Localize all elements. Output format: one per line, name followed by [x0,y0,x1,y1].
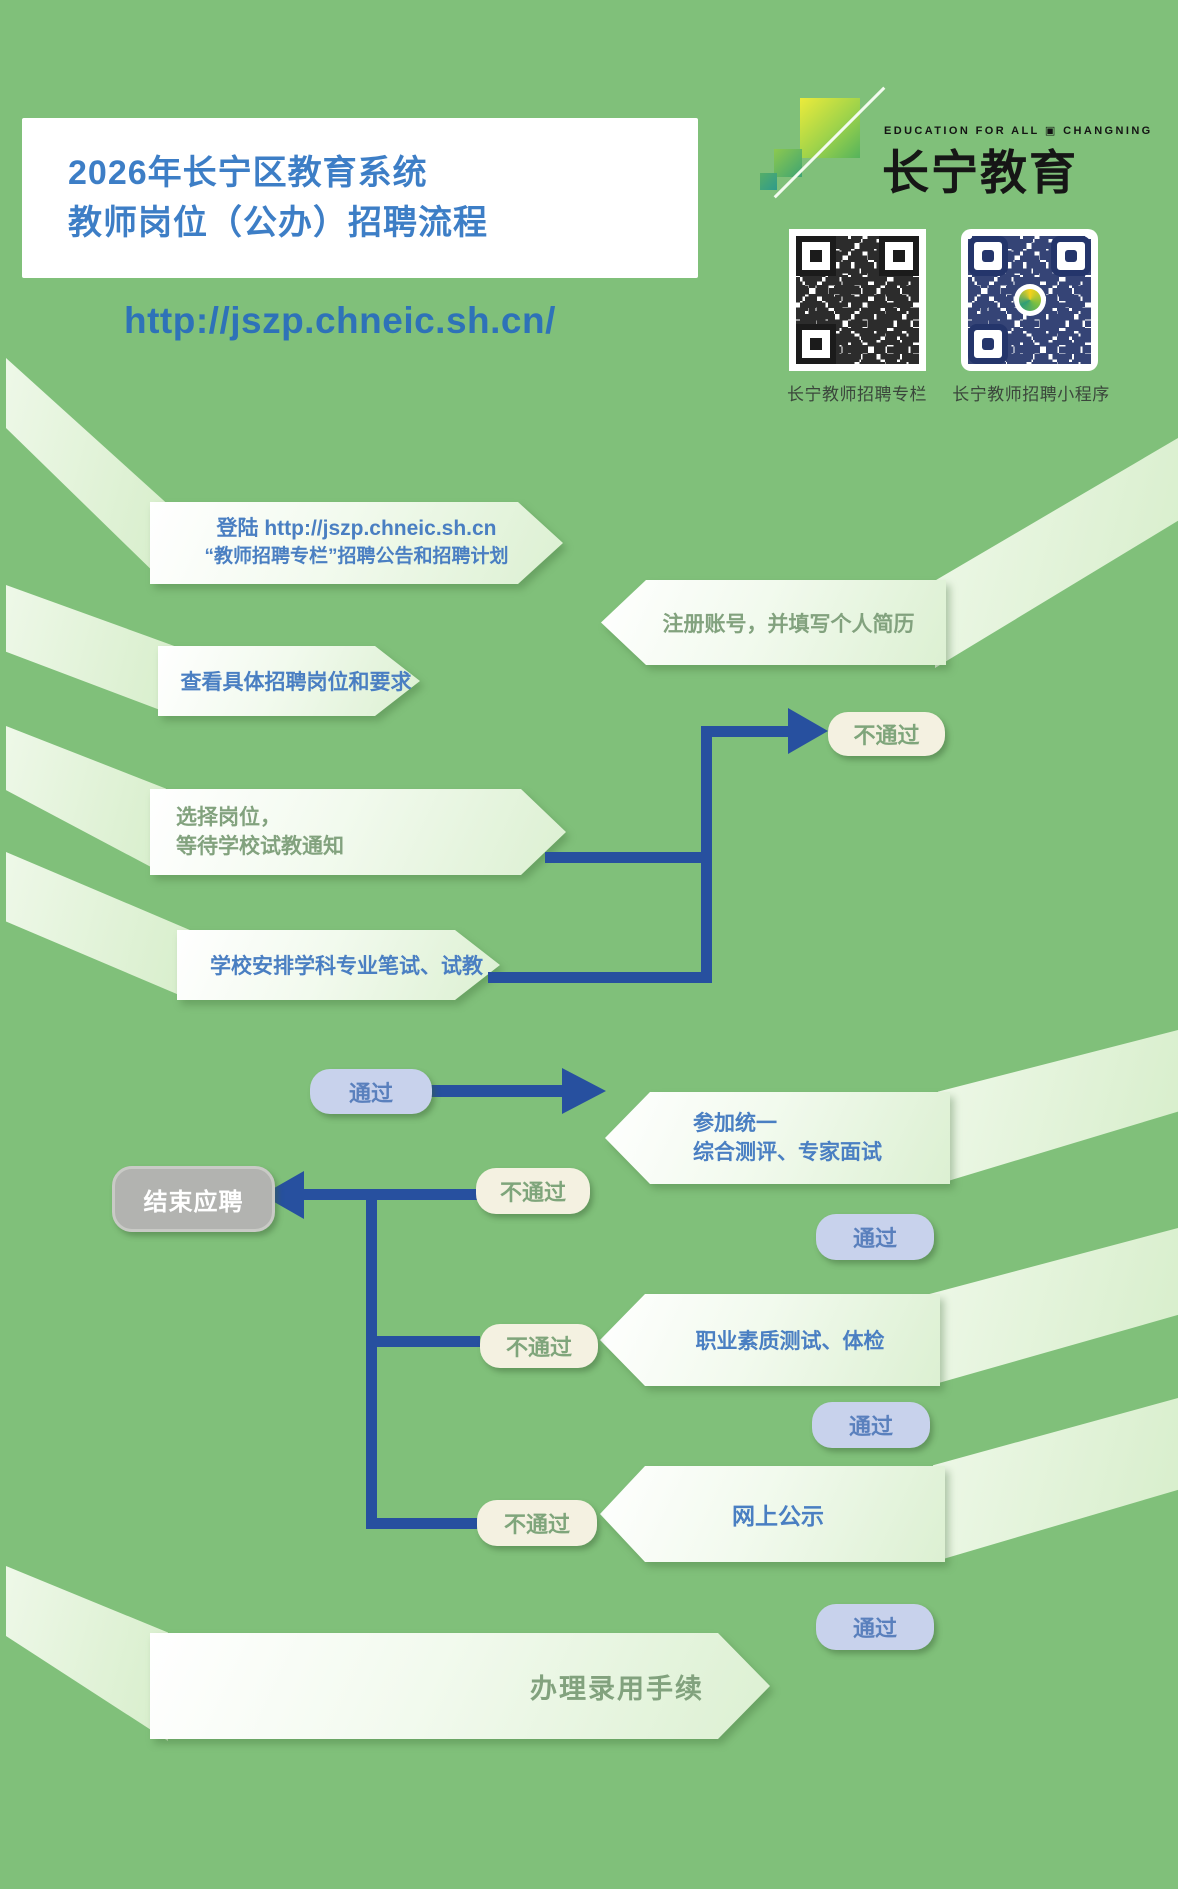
badge-fail-2: 不通过 [476,1168,590,1214]
ribbon-fold [6,358,166,584]
connector-vertical-2 [366,1189,377,1529]
step-choose-line2: 等待学校试教通知 [176,835,344,858]
ribbon-fold [935,438,1178,668]
flow-arrow-right-icon [788,708,828,754]
changning-education-logo-icon [760,86,886,199]
qr-code-recruitment-portal [789,229,926,371]
connector-branch-publicity [366,1518,477,1529]
qr-finder-icon [968,324,1008,364]
badge-pass-4: 通过 [816,1604,934,1650]
step-publicity-banner: 网上公示 [600,1466,945,1562]
step-login-banner: 登陆 http://jszp.chneic.sh.cn “教师招聘专栏”招聘公告… [150,502,563,584]
ribbon-fold [6,726,166,875]
step-hire-label: 办理录用手续 [530,1673,704,1704]
connector-branch-quality [366,1336,480,1347]
connector-fail-to-end [300,1189,480,1200]
step-view-posts-banner: 查看具体招聘岗位和要求 [158,646,420,716]
step-view-posts-label: 查看具体招聘岗位和要求 [180,671,412,694]
badge-fail-1: 不通过 [828,712,945,756]
badge-end-application: 结束应聘 [112,1166,275,1232]
step-register-label: 注册账号，并填写个人简历 [662,612,915,636]
connector-pass-to-unified [425,1085,565,1097]
step-quality-test-label: 职业素质测试、体检 [695,1330,885,1353]
site-url: http://jszp.chneic.sh.cn/ [124,300,556,341]
logo-tagline: EDUCATION FOR ALL ▣ CHANGNING [884,125,1153,137]
badge-pass-1: 通过 [310,1069,432,1114]
qr-finder-icon [796,236,836,276]
qr-center-logo-icon [1013,284,1046,316]
qr-code-miniprogram [961,229,1098,371]
step-unified-eval-banner: 参加统一 综合测评、专家面试 [605,1092,950,1184]
step-register-banner: 注册账号，并填写个人简历 [601,580,946,665]
qr-finder-icon [879,236,919,276]
badge-pass-3: 通过 [812,1402,930,1448]
logo-square-large [800,98,860,158]
ribbon-fold [6,1566,168,1741]
step-login-line1: 登陆 http://jszp.chneic.sh.cn [216,517,497,540]
connector-choose-to-trunk [545,852,707,863]
title-line-2: 教师岗位（公办）招聘流程 [68,204,488,242]
ribbon-fold [933,1398,1178,1562]
step-school-test-label: 学校安排学科专业笔试、试教 [210,955,483,978]
qr-left-label: 长宁教师招聘专栏 [787,385,927,404]
qr-finder-icon [968,236,1008,276]
qr-finder-icon [796,324,836,364]
step-unified-line1: 参加统一 [693,1112,777,1135]
badge-fail-4: 不通过 [477,1500,597,1546]
title-line-1: 2026年长宁区教育系统 [68,154,428,192]
step-quality-test-banner: 职业素质测试、体检 [600,1294,940,1386]
step-hire-banner: 办理录用手续 [150,1633,770,1739]
logo-square-small [760,173,777,190]
step-school-test-banner: 学校安排学科专业笔试、试教 [177,930,500,1000]
flow-arrow-right-icon [562,1068,606,1114]
step-choose-post-banner: 选择岗位， 等待学校试教通知 [150,789,566,875]
poster-title: 2026年长宁区教育系统 教师岗位（公办）招聘流程 [68,148,488,248]
ribbon-fold [928,1228,1178,1386]
step-login-line2: “教师招聘专栏”招聘公告和招聘计划 [204,546,509,567]
step-publicity-label: 网上公示 [732,1503,824,1529]
step-unified-line2: 综合测评、专家面试 [693,1141,882,1164]
connector-elbow-top [701,726,791,737]
badge-pass-2: 通过 [816,1214,934,1260]
ribbon-fold [938,1030,1178,1184]
ribbon-fold [6,585,176,716]
badge-fail-3: 不通过 [480,1324,598,1368]
step-choose-line1: 选择岗位， [176,806,281,829]
connector-test-to-trunk [488,972,712,983]
logo-name: 长宁教育 [882,146,1078,199]
title-box: 2026年长宁区教育系统 教师岗位（公办）招聘流程 [22,118,698,278]
qr-finder-icon [1051,236,1091,276]
qr-right-label: 长宁教师招聘小程序 [952,385,1110,404]
